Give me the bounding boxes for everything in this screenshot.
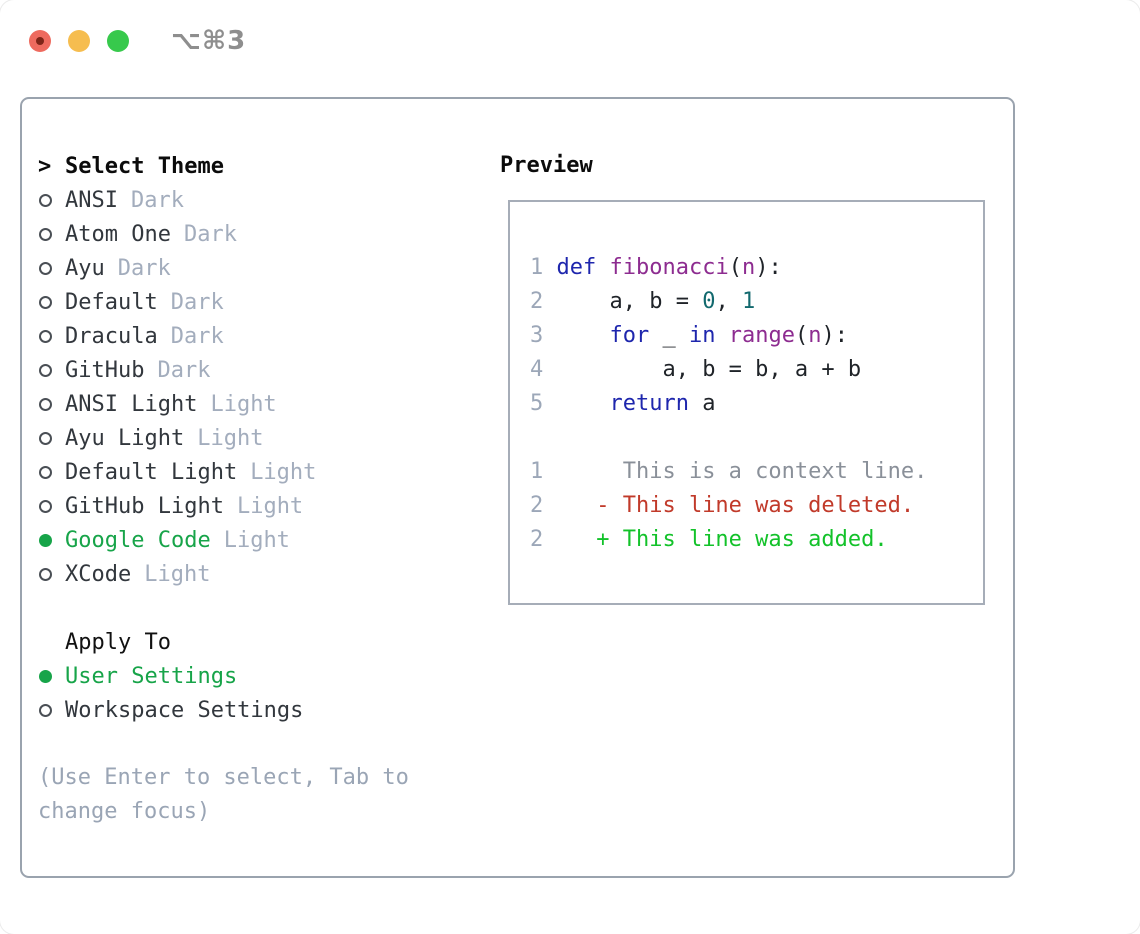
theme-name: GitHub Light bbox=[65, 493, 224, 519]
theme-variant: Light bbox=[144, 561, 211, 587]
theme-name: Dracula bbox=[65, 323, 158, 349]
radio-icon bbox=[38, 669, 65, 683]
theme-variant: Light bbox=[197, 425, 264, 451]
theme-name: Ayu Light bbox=[65, 425, 185, 451]
spacer bbox=[38, 727, 478, 761]
theme-variant: Dark bbox=[117, 255, 171, 281]
theme-name: ANSI Light bbox=[65, 391, 198, 417]
theme-option[interactable]: GitHub Dark bbox=[38, 353, 478, 387]
theme-variant: Dark bbox=[170, 323, 224, 349]
theme-list-title: Select Theme bbox=[65, 153, 224, 179]
diff-preview: 1 This is a context line. 2 - This line w… bbox=[530, 455, 973, 557]
theme-option[interactable]: Ayu Light Light bbox=[38, 421, 478, 455]
diff-line: 2 + This line was added. bbox=[530, 527, 888, 552]
zoom-button[interactable] bbox=[107, 30, 129, 52]
theme-option[interactable]: ANSI Dark bbox=[38, 183, 478, 217]
radio-icon bbox=[38, 295, 65, 309]
theme-list: > Select Theme ANSI Dark Atom One Dark A… bbox=[38, 149, 478, 829]
theme-name: Default Light bbox=[65, 459, 238, 485]
theme-name: GitHub bbox=[65, 357, 145, 383]
radio-icon bbox=[38, 499, 65, 513]
theme-variant: Light bbox=[210, 391, 277, 417]
code-preview: 1 def fibonacci(n): 2 a, b = 0, 1 3 for _ … bbox=[530, 251, 973, 421]
theme-variant: Dark bbox=[157, 357, 211, 383]
theme-list-header: > Select Theme bbox=[38, 149, 478, 183]
radio-icon bbox=[38, 261, 65, 275]
apply-to-title: Apply To bbox=[65, 629, 171, 655]
theme-variant: Dark bbox=[170, 289, 224, 315]
theme-option[interactable]: Atom One Dark bbox=[38, 217, 478, 251]
theme-option[interactable]: Default Dark bbox=[38, 285, 478, 319]
radio-icon bbox=[38, 703, 65, 717]
apply-to-label: User Settings bbox=[65, 663, 238, 689]
code-line: 1 def fibonacci(n): bbox=[530, 255, 782, 280]
selection-cursor-icon: > bbox=[38, 153, 52, 179]
theme-option[interactable]: Dracula Dark bbox=[38, 319, 478, 353]
theme-name: Default bbox=[65, 289, 158, 315]
apply-to-option[interactable]: User Settings bbox=[38, 659, 478, 693]
radio-icon bbox=[38, 193, 65, 207]
radio-icon bbox=[38, 363, 65, 377]
radio-icon bbox=[38, 329, 65, 343]
code-line: 3 for _ in range(n): bbox=[530, 323, 848, 348]
radio-icon bbox=[38, 533, 65, 547]
preview-title: Preview bbox=[500, 153, 593, 178]
theme-name: XCode bbox=[65, 561, 132, 587]
theme-name: Atom One bbox=[65, 221, 171, 247]
code-line: 5 return a bbox=[530, 391, 716, 416]
radio-icon bbox=[38, 397, 65, 411]
theme-variant: Dark bbox=[130, 187, 184, 213]
diff-line: 1 This is a context line. bbox=[530, 459, 928, 484]
apply-to-header: Apply To bbox=[38, 625, 478, 659]
diff-line: 2 - This line was deleted. bbox=[530, 493, 915, 518]
close-button[interactable] bbox=[29, 30, 51, 52]
theme-option[interactable]: XCode Light bbox=[38, 557, 478, 591]
theme-name: ANSI bbox=[65, 187, 118, 213]
apply-to-label: Workspace Settings bbox=[65, 697, 304, 723]
window-title: ⌥⌘3 bbox=[171, 26, 247, 56]
theme-name: Google Code bbox=[65, 527, 211, 553]
keyboard-hint: (Use Enter to select, Tab to change focu… bbox=[38, 765, 409, 824]
theme-option[interactable]: GitHub Light Light bbox=[38, 489, 478, 523]
theme-variant: Dark bbox=[183, 221, 237, 247]
theme-name: Ayu bbox=[65, 255, 105, 281]
theme-option[interactable]: Default Light Light bbox=[38, 455, 478, 489]
theme-variant: Light bbox=[223, 527, 290, 553]
spacer bbox=[38, 591, 478, 625]
radio-icon bbox=[38, 227, 65, 241]
titlebar: ⌥⌘3 bbox=[29, 26, 246, 56]
blank-line bbox=[530, 421, 973, 455]
minimize-button[interactable] bbox=[68, 30, 90, 52]
radio-icon bbox=[38, 431, 65, 445]
radio-icon bbox=[38, 465, 65, 479]
apply-to-option[interactable]: Workspace Settings bbox=[38, 693, 478, 727]
theme-option[interactable]: ANSI Light Light bbox=[38, 387, 478, 421]
theme-option[interactable]: Google Code Light bbox=[38, 523, 478, 557]
radio-icon bbox=[38, 567, 65, 581]
theme-variant: Light bbox=[236, 493, 304, 519]
theme-picker-panel: > Select Theme ANSI Dark Atom One Dark A… bbox=[20, 97, 1015, 878]
code-line: 2 a, b = 0, 1 bbox=[530, 289, 756, 314]
theme-variant: Light bbox=[250, 459, 317, 485]
code-line: 4 a, b = b, a + b bbox=[530, 357, 862, 382]
theme-option[interactable]: Ayu Dark bbox=[38, 251, 478, 285]
preview-pane: 1 def fibonacci(n): 2 a, b = 0, 1 3 for _ … bbox=[508, 200, 985, 605]
